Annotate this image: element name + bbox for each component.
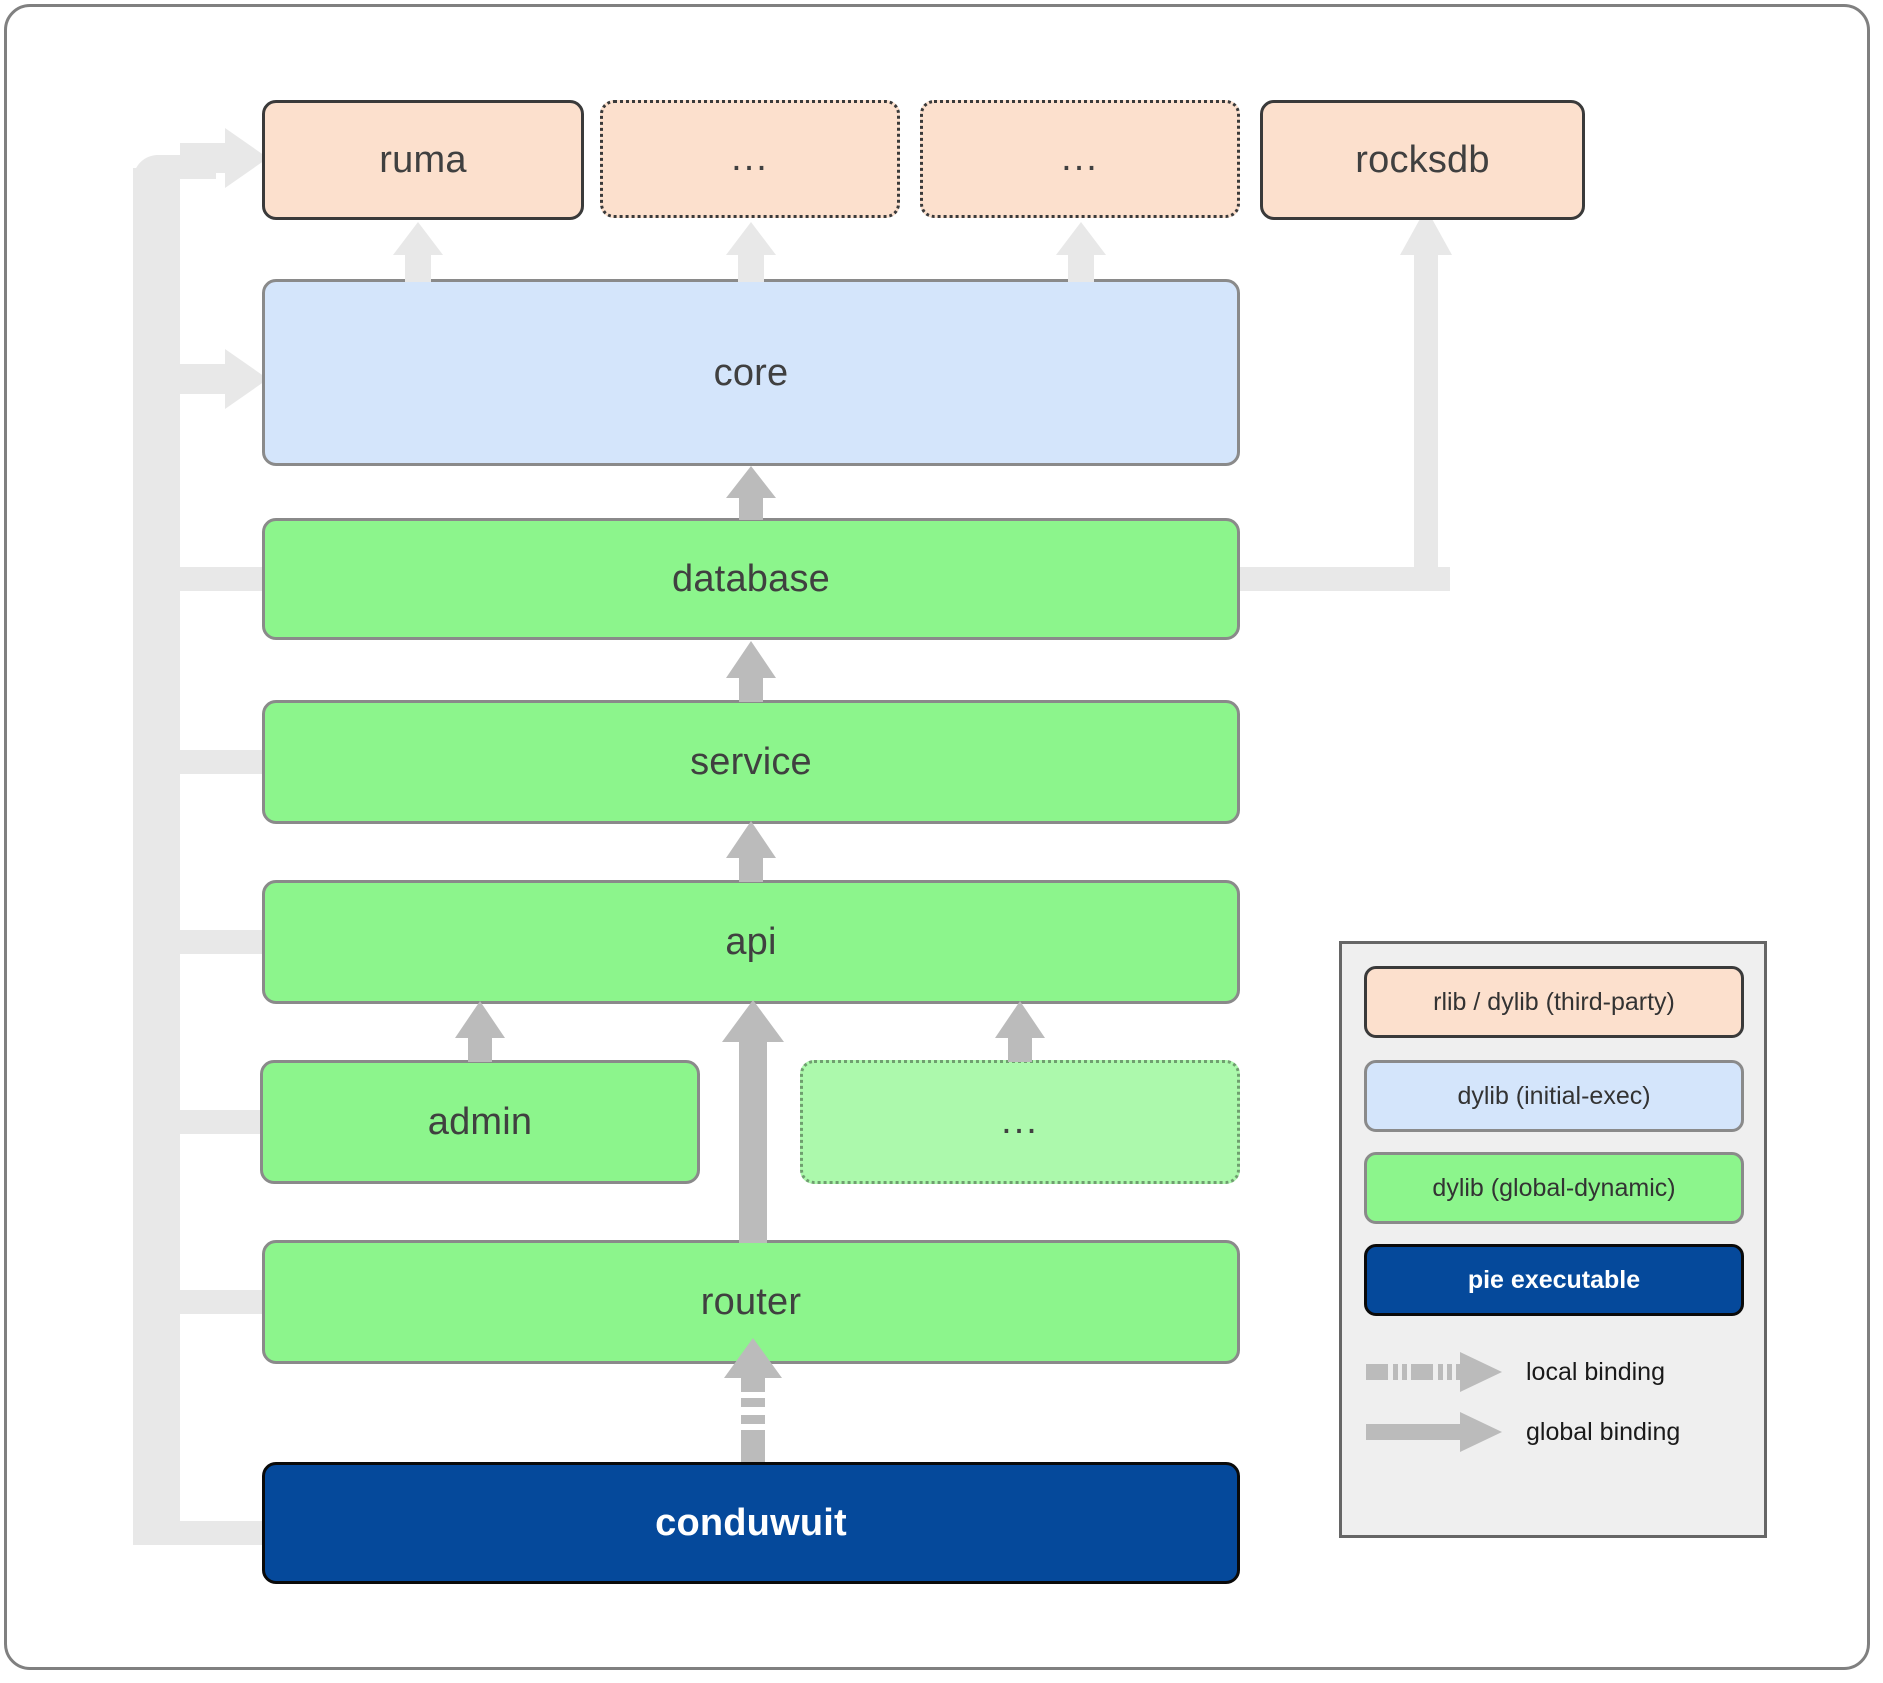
node-rocksdb-label: rocksdb — [1355, 139, 1490, 181]
node-service[interactable]: service — [262, 700, 1240, 824]
node-conduwuit-label: conduwuit — [655, 1502, 847, 1544]
legend-label-global-dynamic: dylib (global-dynamic) — [1432, 1173, 1676, 1202]
node-database-label: database — [672, 558, 830, 600]
legend-panel: rlib / dylib (third-party) dylib (initia… — [1339, 941, 1767, 1538]
global-binding-arrow-icon — [1366, 1412, 1502, 1452]
node-top-dots-1-label: ... — [731, 137, 769, 180]
node-conduwuit[interactable]: conduwuit — [262, 1462, 1240, 1584]
legend-swatch-third-party: rlib / dylib (third-party) — [1364, 966, 1744, 1038]
node-mid-dots-label: ... — [1001, 1100, 1039, 1143]
node-core-label: core — [713, 351, 789, 394]
legend-swatch-initial-exec: dylib (initial-exec) — [1364, 1060, 1744, 1132]
node-admin-label: admin — [427, 1101, 533, 1143]
legend-binding-local: local binding — [1364, 1346, 1748, 1398]
legend-label-pie-executable: pie executable — [1467, 1265, 1641, 1294]
node-router-label: router — [700, 1281, 802, 1323]
node-top-dots-2-label: ... — [1061, 137, 1099, 180]
node-mid-dots[interactable]: ... — [800, 1060, 1240, 1184]
legend-label-initial-exec: dylib (initial-exec) — [1457, 1081, 1651, 1110]
local-binding-arrow-icon — [1366, 1352, 1502, 1392]
node-core[interactable]: core — [262, 279, 1240, 466]
node-top-dots-1[interactable]: ... — [600, 100, 900, 218]
node-ruma[interactable]: ruma — [262, 100, 584, 220]
legend-binding-global: global binding — [1364, 1406, 1748, 1458]
node-router[interactable]: router — [262, 1240, 1240, 1364]
legend-swatch-global-dynamic: dylib (global-dynamic) — [1364, 1152, 1744, 1224]
node-service-label: service — [690, 741, 812, 783]
legend-label-third-party: rlib / dylib (third-party) — [1433, 987, 1675, 1016]
node-top-dots-2[interactable]: ... — [920, 100, 1240, 218]
node-database[interactable]: database — [262, 518, 1240, 640]
legend-label-local-binding: local binding — [1526, 1357, 1665, 1386]
legend-label-global-binding: global binding — [1526, 1417, 1681, 1446]
node-api-label: api — [725, 921, 777, 963]
node-ruma-label: ruma — [379, 139, 467, 181]
legend-swatch-pie-executable: pie executable — [1364, 1244, 1744, 1316]
node-api[interactable]: api — [262, 880, 1240, 1004]
node-rocksdb[interactable]: rocksdb — [1260, 100, 1585, 220]
node-admin[interactable]: admin — [260, 1060, 700, 1184]
